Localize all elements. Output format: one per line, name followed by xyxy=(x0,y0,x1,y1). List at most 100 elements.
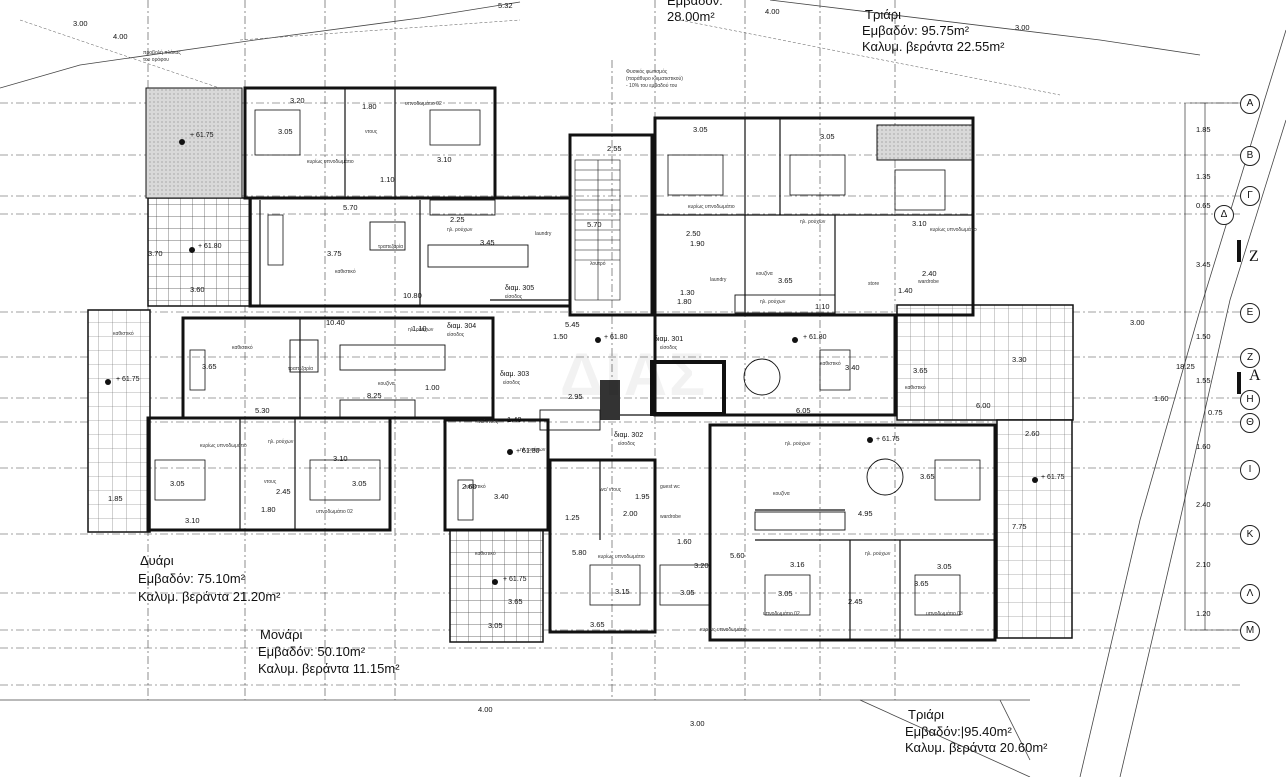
light-note-1: Φυσικός φωτισμός xyxy=(626,69,668,75)
duari-title: Δυάρι xyxy=(140,553,174,568)
grid-spacing: 2.40 xyxy=(1196,500,1211,509)
room-master-bed-1: κυρίως υπνοδωμάτιο xyxy=(307,159,354,165)
dim: 3.75 xyxy=(327,249,342,258)
dim: 5.60 xyxy=(730,551,745,560)
grid-spacing: 0.65 xyxy=(1196,201,1211,210)
watermark: ΔΙΑΣ xyxy=(560,341,708,408)
dim: 2.95 xyxy=(568,392,583,401)
grid-spacing: 1.60 xyxy=(1196,442,1211,451)
room-laundry-2: laundry xyxy=(710,277,727,283)
top-area-value: 28.00m² xyxy=(667,9,715,24)
dim: 1.80 xyxy=(261,505,276,514)
dim: 3.00 xyxy=(73,19,88,28)
grid-axis-bubble: Λ xyxy=(1240,584,1260,604)
dim: 3.65 xyxy=(914,579,929,588)
dim: 1.40 xyxy=(898,286,913,295)
dim: 1.00 xyxy=(425,383,440,392)
dim: 2.25 xyxy=(450,215,465,224)
room-wardrobe-2: wardrobe xyxy=(918,279,939,285)
room-living-6: καθιστικό xyxy=(113,331,134,337)
dim: 6.00 xyxy=(976,401,991,410)
grid-axis-bubble: Ζ xyxy=(1240,348,1260,368)
room-ha-3: ηλ. ρούχων xyxy=(268,439,294,445)
room-ha-8: ηλ. ρούχων xyxy=(760,299,786,305)
room-master-bed-4: κυρίως υπνοδωμάτιο xyxy=(700,627,747,633)
room-laundry-1: laundry xyxy=(535,231,552,237)
dim: 3.05 xyxy=(937,562,952,571)
room-living-1: καθιστικό xyxy=(335,269,356,275)
dim: 4.00 xyxy=(113,32,128,41)
grid-spacing: 3.45 xyxy=(1196,260,1211,269)
dim: 3.40 xyxy=(845,363,860,372)
dim: 1.25 xyxy=(565,513,580,522)
grid-axis-bubble: Γ xyxy=(1240,186,1260,206)
room-master-bed-2: κυρίως υπνοδωμάτιο xyxy=(200,443,247,449)
dim: 3.65 xyxy=(590,620,605,629)
dim: 3.40 xyxy=(494,492,509,501)
room-ha-2: ηλ. ρούχων xyxy=(408,327,434,333)
grid-axis-bubble: Δ xyxy=(1214,205,1234,225)
room-store: store xyxy=(868,281,880,287)
section-mark-z: Z xyxy=(1249,248,1259,265)
grid-spacing: 2.10 xyxy=(1196,560,1211,569)
dim: 3.65 xyxy=(508,597,523,606)
dim: 1.60 xyxy=(1154,394,1169,403)
dim: 3.45 xyxy=(480,238,495,247)
room-kitchen-3: κουζίνα xyxy=(773,491,790,497)
room-master-bed-5: κυρίως υπνοδωμάτιο xyxy=(688,204,735,210)
monari-veranda: Καλυμ. βεράντα 11.15m² xyxy=(258,661,400,676)
dim: 5.70 xyxy=(343,203,358,212)
room-bath-1: λουτρό xyxy=(590,261,606,267)
dim: 3.16 xyxy=(790,560,805,569)
apt-305-label: διαμ. 305 xyxy=(505,285,535,292)
triari-bottom-area: Εμβαδόν:|95.40m² xyxy=(905,724,1012,739)
dim: 3.10 xyxy=(333,454,348,463)
room-living-3: καθιστικό xyxy=(465,484,486,490)
room-living-7: καθιστικό xyxy=(475,551,496,557)
room-kitchen-4: κουζίνα xyxy=(756,271,773,277)
dim: 1.85 xyxy=(108,494,123,503)
dim: 5.70 xyxy=(587,220,602,229)
grid-axis-bubble: Ε xyxy=(1240,303,1260,323)
room-ha-4: ηλ. ρούχων xyxy=(520,447,546,453)
apt-303-label: διαμ. 303 xyxy=(500,371,530,378)
dim: 2.40 xyxy=(922,269,937,278)
dim: 1.60 xyxy=(677,537,692,546)
triari-bottom-title: Τριάρι xyxy=(908,707,945,722)
apt-304-label: διαμ. 304 xyxy=(447,323,477,330)
room-master-bed-3: κυρίως υπνοδωμάτιο xyxy=(598,554,645,560)
dim: 1.80 xyxy=(677,297,692,306)
level-8: + 61.75 xyxy=(503,576,527,583)
dim: 1.10 xyxy=(815,302,830,311)
dim: 6.05 xyxy=(796,406,811,415)
dim: 3.05 xyxy=(820,132,835,141)
dim: 3.00 xyxy=(690,719,705,728)
apt-303-entrance: είσοδος xyxy=(503,380,521,386)
dim: 2.00 xyxy=(623,509,638,518)
dim: 3.05 xyxy=(693,125,708,134)
top-area-title: Εμβαδόν: xyxy=(667,0,723,8)
level-6: + 61.80 xyxy=(516,448,540,455)
dim: 1.10 xyxy=(380,175,395,184)
dim: 3.00 xyxy=(1130,318,1145,327)
dim: 2.60 xyxy=(1025,429,1040,438)
dim: 3.60 xyxy=(190,285,205,294)
room-wc-2: wc/ ντους xyxy=(600,487,622,493)
room-wardrobe-1: wardrobe xyxy=(660,514,681,520)
dim: 3.20 xyxy=(694,561,709,570)
grid-total: 18.25 xyxy=(1176,362,1195,371)
dim: 3.65 xyxy=(778,276,793,285)
grid-axis-bubble: Μ xyxy=(1240,621,1260,641)
dim: 3.05 xyxy=(778,589,793,598)
dim: 3.05 xyxy=(352,479,367,488)
room-shower-2: ντους xyxy=(264,479,277,485)
room-ha-1: ηλ. ρούχων xyxy=(447,227,473,233)
apt-305-entrance: είσοδος xyxy=(505,294,523,300)
apt-301-label: διαμ. 301 xyxy=(654,336,684,343)
level-5: + 61.80 xyxy=(803,334,827,341)
room-ha-5: ηλ. ρούχων xyxy=(785,441,811,447)
dim: 3.05 xyxy=(680,588,695,597)
level-2: + 61.80 xyxy=(198,243,222,250)
room-bed02-1: υπνοδωμάτιο 02 xyxy=(405,101,442,107)
